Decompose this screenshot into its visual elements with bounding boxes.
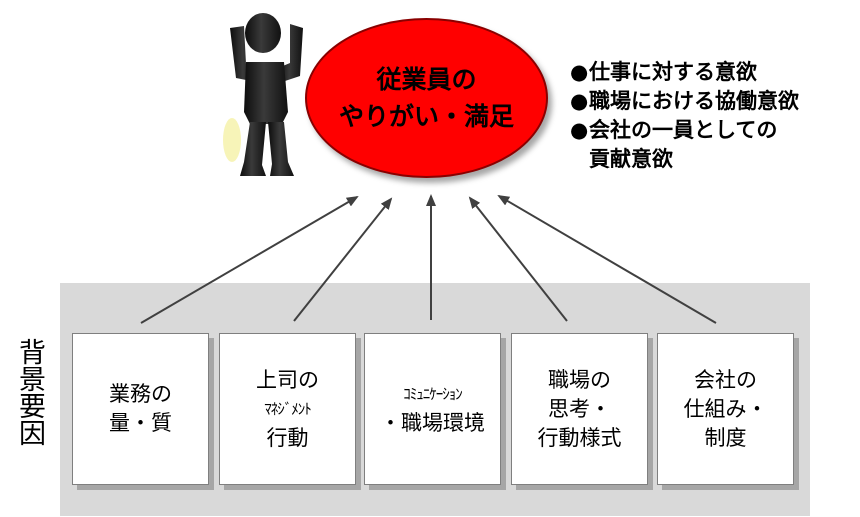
factor-line: ・職場環境 [380, 411, 485, 435]
bullet-text-continued: 貢献意欲 [589, 147, 673, 171]
bullet-text: 仕事に対する意欲 [589, 60, 757, 84]
side-label: 背景要因 [14, 338, 45, 446]
factor-line: 思考・ [548, 396, 611, 421]
arrow-workplace-culture [468, 196, 568, 322]
bullet-item: ●仕事に対する意欲 [570, 58, 855, 87]
bullet-text: 会社の一員としての [589, 118, 778, 142]
factor-line: ｺﾐｭﾆｹｰｼｮﾝ [403, 385, 463, 403]
bullet-item: ●職場における協働意欲 [570, 87, 855, 116]
goal-line: 従業員の [376, 65, 477, 94]
factor-line: 会社の [694, 367, 757, 392]
motivation-bullet-list: ●仕事に対する意欲 ●職場における協働意欲 ●会社の一員としての 貢献意欲 [570, 58, 855, 174]
factor-line: 制度 [704, 425, 747, 450]
factor-line: 業務の [109, 382, 172, 406]
bullet-text: 職場における協働意欲 [589, 89, 799, 113]
bullet-dot-icon: ● [570, 60, 589, 84]
arrow-workload [140, 195, 359, 324]
factor-box-workplace-culture: 職場の 思考・ 行動様式 [511, 333, 648, 485]
factor-box-communication: ｺﾐｭﾆｹｰｼｮﾝ ・職場環境 [364, 333, 501, 485]
factor-line: 量・質 [109, 411, 172, 435]
factor-box-boss-management: 上司の ﾏﾈｼﾞﾒﾝﾄ 行動 [219, 333, 356, 485]
bullet-dot-icon: ● [570, 118, 589, 142]
person-cheering-icon [223, 13, 303, 176]
goal-line: やりがい・満足 [338, 102, 514, 131]
factor-box-workload: 業務の 量・質 [72, 333, 209, 485]
factor-line: 行動 [266, 425, 309, 450]
factor-line: 上司の [256, 367, 319, 392]
bullet-item: ●会社の一員としての 貢献意欲 [570, 116, 855, 174]
factor-line: 職場の [548, 367, 611, 392]
arrow-company-system [497, 194, 717, 324]
factor-box-company-system: 会社の 仕組み・ 制度 [657, 333, 794, 485]
goal-ellipse: 従業員の やりがい・満足 [305, 18, 548, 178]
factor-line: ﾏﾈｼﾞﾒﾝﾄ [264, 399, 312, 418]
factor-line: 仕組み・ [683, 396, 768, 421]
factor-line: 行動様式 [537, 425, 622, 450]
bullet-dot-icon: ● [570, 89, 589, 113]
arrow-boss-management [293, 197, 393, 322]
